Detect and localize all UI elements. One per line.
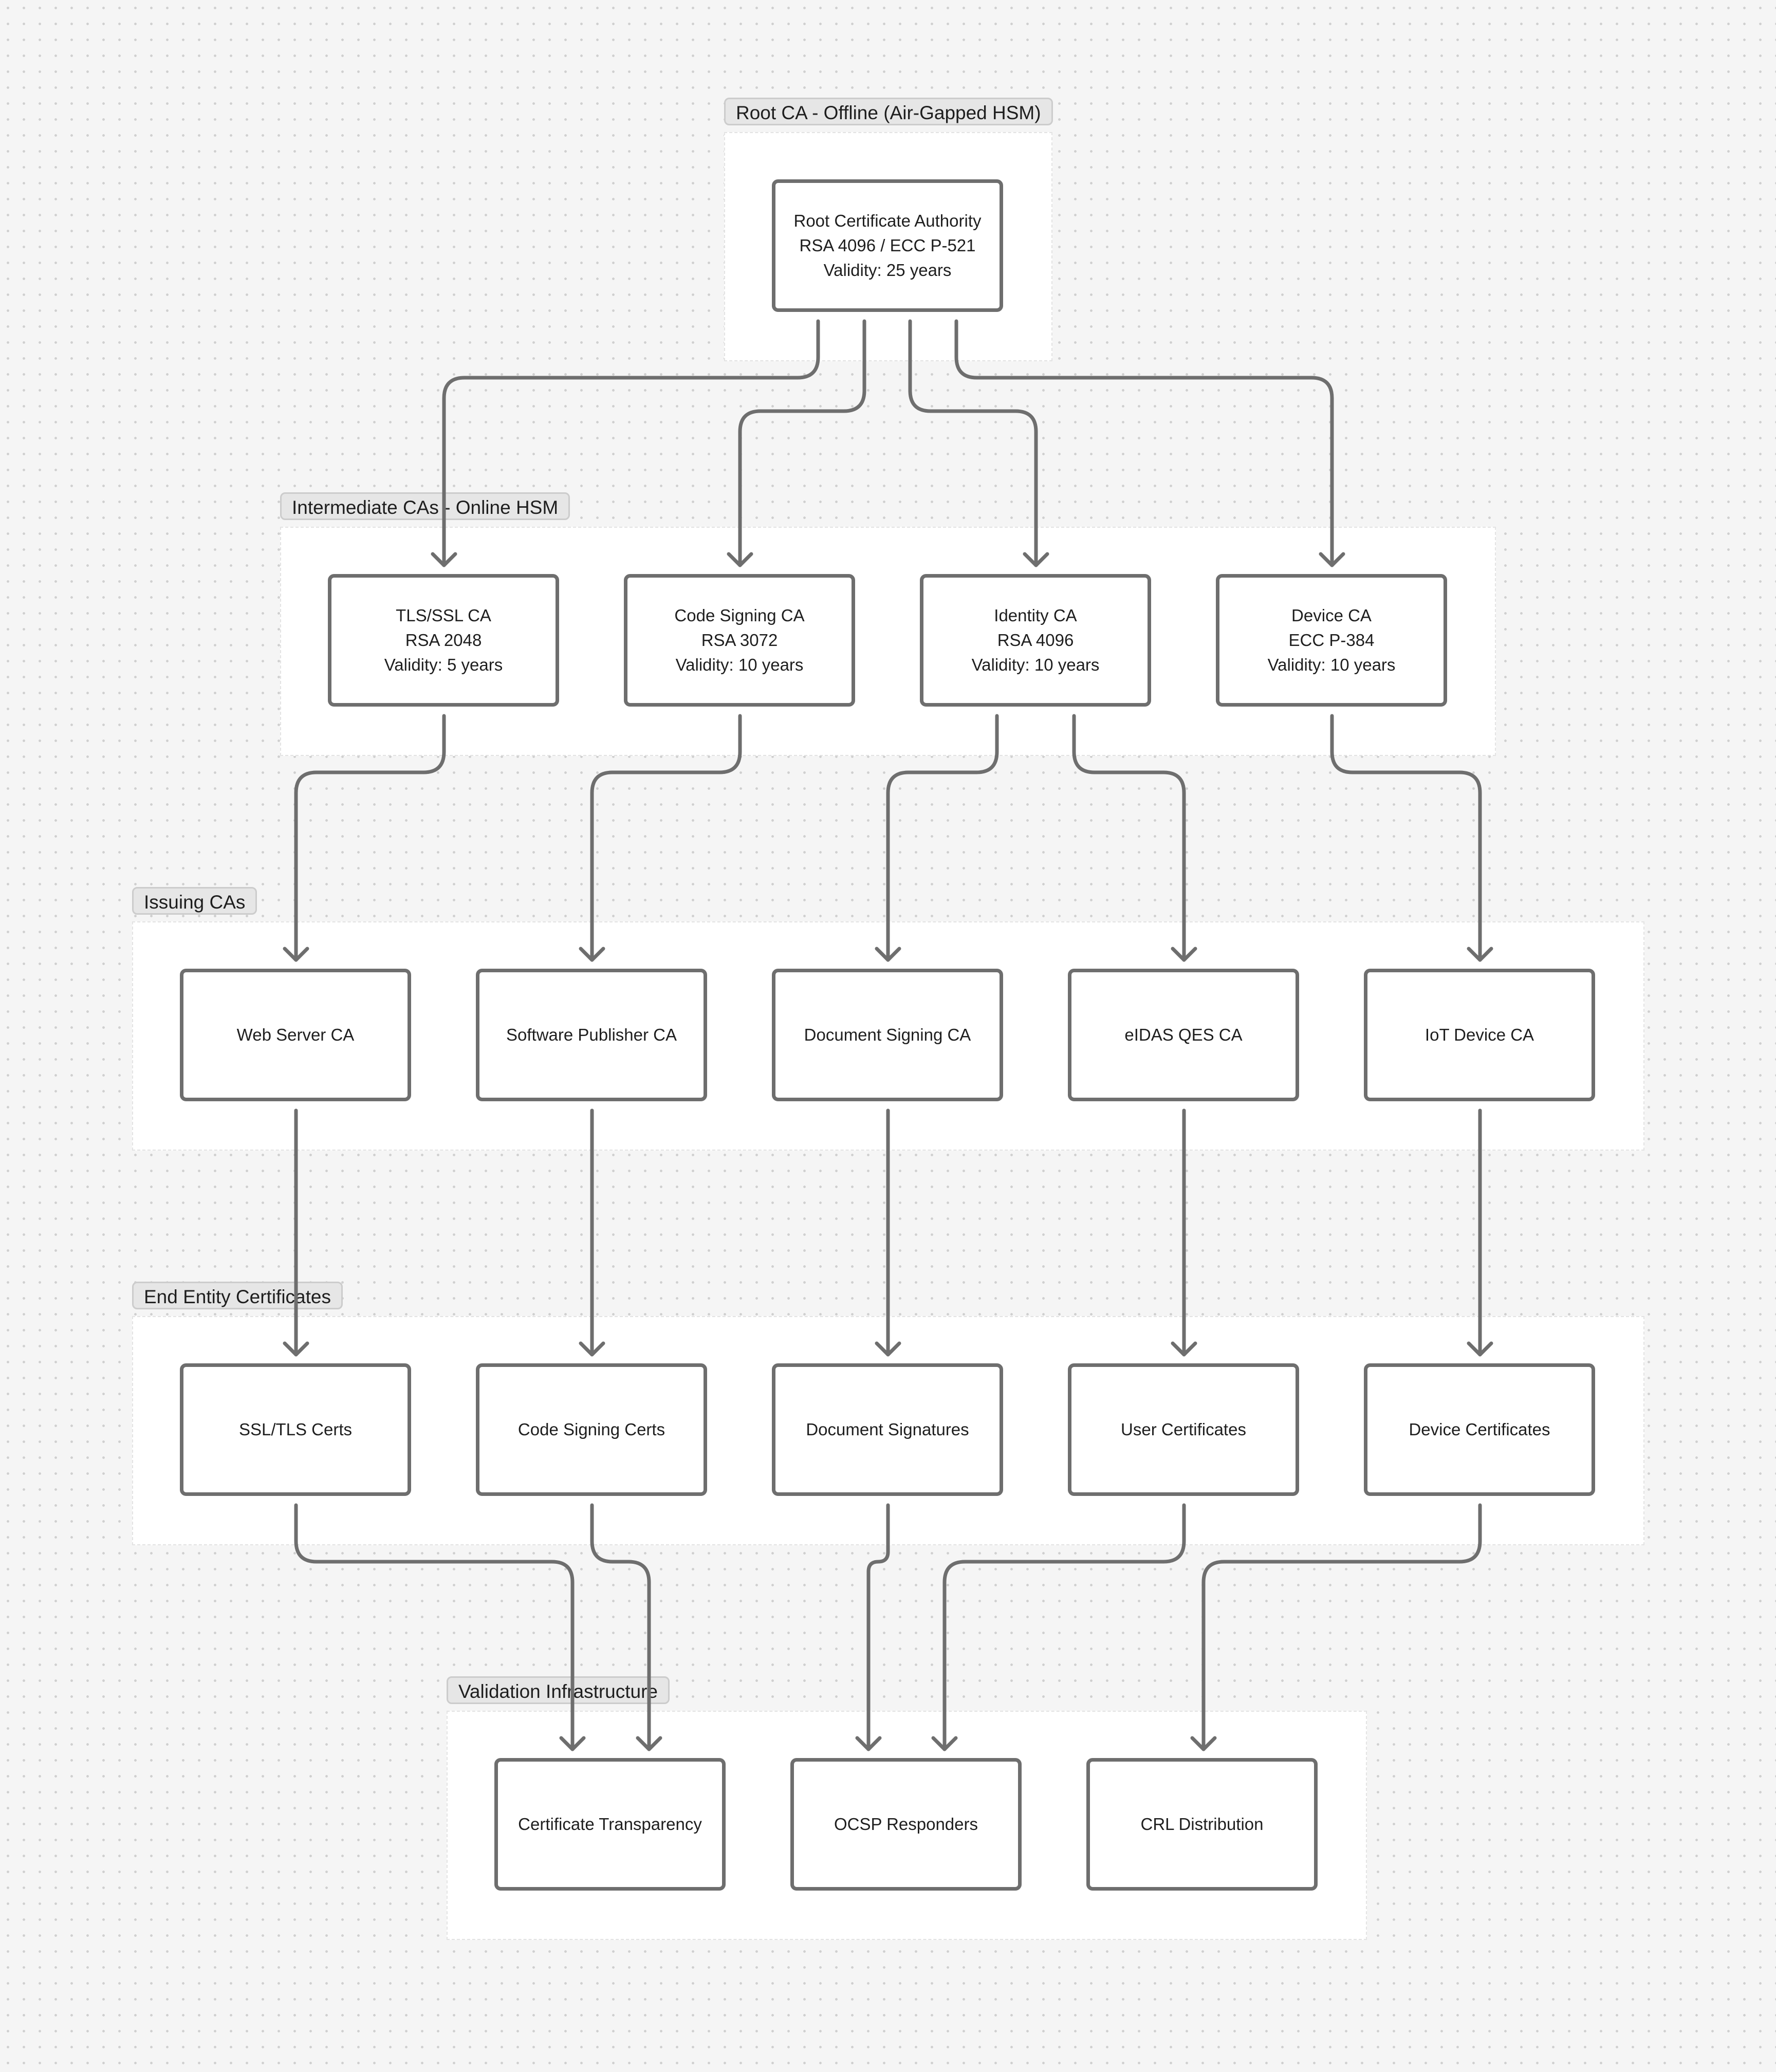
node-root-ca[interactable]: Root Certificate Authority RSA 4096 / EC… — [772, 179, 1003, 312]
node-text: IoT Device CA — [1424, 1025, 1534, 1044]
node-ocsp-responders[interactable]: OCSP Responders — [790, 1758, 1022, 1891]
node-text: User Certificates — [1121, 1420, 1246, 1439]
node-web-server-ca[interactable]: Web Server CA — [180, 969, 411, 1101]
node-ssl-tls-certs[interactable]: SSL/TLS Certs — [180, 1363, 411, 1496]
group-label-root-ca: Root CA - Offline (Air-Gapped HSM) — [724, 98, 1053, 125]
node-code-signing-certs[interactable]: Code Signing Certs — [476, 1363, 707, 1496]
node-software-publisher-ca[interactable]: Software Publisher CA — [476, 969, 707, 1101]
node-text: OCSP Responders — [834, 1815, 978, 1834]
node-document-signatures[interactable]: Document Signatures — [772, 1363, 1003, 1496]
group-label-issuing-cas: Issuing CAs — [132, 887, 257, 915]
node-text: Validity: 5 years — [384, 655, 503, 674]
node-text: RSA 2048 — [405, 631, 482, 650]
node-user-certificates[interactable]: User Certificates — [1068, 1363, 1299, 1496]
group-label-intermediate-cas: Intermediate CAs - Online HSM — [280, 492, 570, 520]
node-device-ca[interactable]: Device CA ECC P-384 Validity: 10 years — [1216, 574, 1447, 707]
node-text: eIDAS QES CA — [1124, 1025, 1243, 1044]
node-text: Root Certificate Authority — [793, 211, 982, 230]
node-text: CRL Distribution — [1140, 1815, 1264, 1834]
node-document-signing-ca[interactable]: Document Signing CA — [772, 969, 1003, 1101]
node-text: Document Signatures — [806, 1420, 969, 1439]
node-text: Device Certificates — [1409, 1420, 1550, 1439]
node-device-certificates[interactable]: Device Certificates — [1364, 1363, 1595, 1496]
node-code-signing-ca[interactable]: Code Signing CA RSA 3072 Validity: 10 ye… — [624, 574, 855, 707]
node-eidas-qes-ca[interactable]: eIDAS QES CA — [1068, 969, 1299, 1101]
node-tls-ssl-ca[interactable]: TLS/SSL CA RSA 2048 Validity: 5 years — [328, 574, 559, 707]
node-text: TLS/SSL CA — [396, 606, 491, 625]
node-text: RSA 4096 — [997, 631, 1074, 650]
node-text: RSA 3072 — [701, 631, 778, 650]
node-text: Document Signing CA — [804, 1025, 971, 1044]
node-text: Certificate Transparency — [518, 1815, 702, 1834]
node-text: Web Server CA — [236, 1025, 355, 1044]
node-text: Identity CA — [994, 606, 1077, 625]
node-text: RSA 4096 / ECC P-521 — [799, 236, 976, 255]
node-text: Validity: 10 years — [971, 655, 1100, 674]
group-label-end-entity: End Entity Certificates — [132, 1282, 343, 1309]
node-iot-device-ca[interactable]: IoT Device CA — [1364, 969, 1595, 1101]
node-text: Device CA — [1291, 606, 1372, 625]
node-text: Validity: 10 years — [1267, 655, 1396, 674]
group-label-validation: Validation Infrastructure — [447, 1676, 670, 1704]
node-text: ECC P-384 — [1288, 631, 1375, 650]
node-certificate-transparency[interactable]: Certificate Transparency — [494, 1758, 726, 1891]
node-crl-distribution[interactable]: CRL Distribution — [1086, 1758, 1318, 1891]
node-text: Software Publisher CA — [506, 1025, 677, 1044]
node-text: Validity: 25 years — [823, 261, 952, 280]
node-text: Validity: 10 years — [675, 655, 804, 674]
node-text: Code Signing CA — [674, 606, 805, 625]
node-text: SSL/TLS Certs — [238, 1420, 353, 1439]
node-text: Code Signing Certs — [517, 1420, 665, 1439]
node-identity-ca[interactable]: Identity CA RSA 4096 Validity: 10 years — [920, 574, 1151, 707]
